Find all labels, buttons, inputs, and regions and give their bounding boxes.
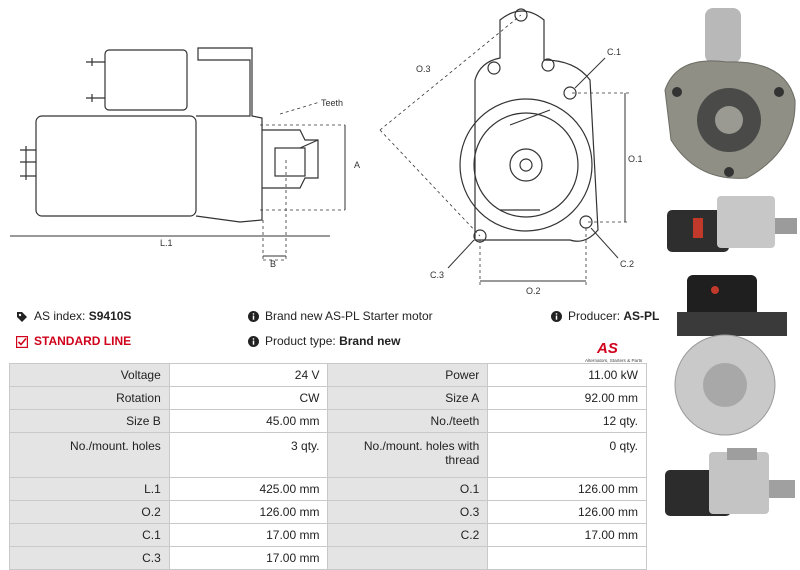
spec-value: 0 qty.	[487, 432, 647, 478]
standard-line-label: STANDARD LINE	[34, 334, 132, 348]
spec-value: 24 V	[168, 363, 329, 387]
label-b: B	[270, 259, 276, 269]
label-a: A	[354, 160, 360, 170]
photo-side-2[interactable]	[665, 448, 795, 516]
label-teeth: Teeth	[321, 98, 343, 108]
spec-key: No./mount. holes with thread	[327, 432, 489, 478]
product-type-value: Brand new	[339, 334, 401, 348]
description: Brand new AS-PL Starter motor	[248, 309, 433, 323]
mount-hole-c1	[563, 86, 577, 100]
motor-housing	[195, 47, 263, 223]
spec-key: Power	[327, 363, 489, 387]
product-line: STANDARD LINE	[16, 334, 131, 348]
spec-value: 425.00 mm	[168, 477, 329, 501]
product-type: Product type: Brand new	[248, 334, 400, 348]
spec-value: 17.00 mm	[487, 523, 647, 547]
spec-value: 92.00 mm	[487, 386, 647, 410]
as-index-value: S9410S	[88, 309, 132, 323]
spec-key: O.1	[327, 477, 489, 501]
spec-key: L.1	[9, 477, 170, 501]
spec-value	[487, 546, 647, 570]
spec-key: O.3	[327, 500, 489, 524]
spec-value: 17.00 mm	[168, 523, 329, 547]
spec-value: 126.00 mm	[168, 500, 329, 524]
spec-value: 126.00 mm	[487, 477, 647, 501]
label-c2: C.2	[620, 259, 634, 269]
spec-key: O.2	[9, 500, 170, 524]
label-c1: C.1	[607, 47, 621, 57]
product-info: AS index: S9410S STANDARD LINE Brand new…	[10, 305, 659, 355]
info-icon	[248, 311, 259, 323]
spec-value: 17.00 mm	[168, 546, 329, 570]
pinion	[262, 129, 319, 189]
info-icon	[248, 336, 259, 348]
spec-key: Voltage	[9, 363, 170, 387]
as-index: AS index: S9410S	[16, 309, 131, 323]
spec-key: C.3	[9, 546, 170, 570]
label-c3: C.3	[430, 270, 444, 280]
product-photos	[657, 0, 800, 516]
photo-side-1[interactable]	[667, 196, 797, 252]
spec-key: C.2	[327, 523, 489, 547]
spec-key: C.1	[9, 523, 170, 547]
spec-key: Size A	[327, 386, 489, 410]
technical-drawing: Teeth A B L.1 O.3 C.1 O.1 C.2 C.3 O.2	[10, 8, 643, 296]
spec-value: 11.00 kW	[487, 363, 647, 387]
spec-value: 45.00 mm	[168, 409, 329, 433]
tag-icon	[17, 311, 27, 322]
spec-value: 12 qty.	[487, 409, 647, 433]
description-text: Brand new AS-PL Starter motor	[265, 309, 433, 323]
spec-key: Size B	[9, 409, 170, 433]
spec-key	[327, 546, 489, 570]
producer-label: Producer:	[568, 309, 621, 323]
spec-key: No./mount. holes	[9, 432, 170, 478]
spec-value: 126.00 mm	[487, 500, 647, 524]
label-o1: O.1	[628, 154, 643, 164]
motor-body	[35, 115, 197, 217]
product-type-label: Product type:	[265, 334, 336, 348]
spec-value: CW	[168, 386, 329, 410]
spec-value: 3 qty.	[168, 432, 329, 478]
spec-key: Rotation	[9, 386, 170, 410]
logo-mark: AS	[596, 340, 618, 357]
as-pl-logo: AS Alternators, Starters & Parts	[585, 340, 643, 363]
logo-tagline: Alternators, Starters & Parts	[585, 358, 643, 363]
label-l1: L.1	[160, 238, 173, 248]
as-index-label: AS index:	[34, 309, 86, 323]
producer: Producer: AS-PL	[551, 309, 659, 323]
spec-key: No./teeth	[327, 409, 489, 433]
label-o2: O.2	[526, 286, 541, 296]
solenoid	[104, 49, 188, 111]
producer-value: AS-PL	[623, 309, 660, 323]
photo-rear[interactable]	[674, 275, 787, 436]
checkbox-icon	[16, 335, 28, 348]
label-o3: O.3	[416, 64, 431, 74]
flange-bore	[459, 98, 593, 232]
photo-front-flange[interactable]	[657, 0, 800, 185]
info-icon	[551, 311, 562, 323]
